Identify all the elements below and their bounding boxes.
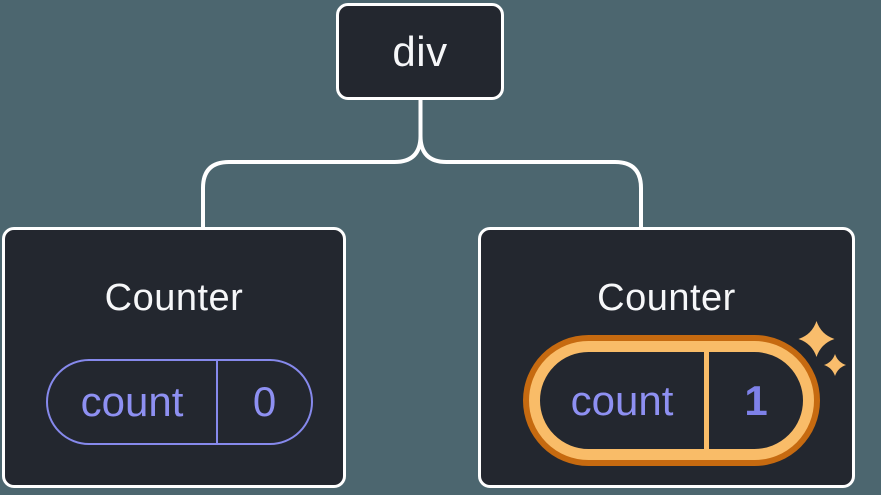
state-value-cell: 0 (218, 361, 311, 443)
tree-node-div: div (336, 3, 504, 100)
state-key-label: count (570, 376, 674, 424)
state-key-label: count (80, 378, 184, 425)
node-label: div (392, 27, 448, 75)
tree-node-counter-right: Counter count 1 (478, 227, 855, 488)
state-key-cell: count (540, 352, 709, 449)
tree-node-counter-left: Counter count 0 (2, 227, 346, 488)
state-pill: count 0 (46, 359, 313, 445)
state-value-cell: 1 (709, 352, 803, 449)
state-value-label: 0 (252, 378, 277, 425)
sparkle-icon (798, 321, 846, 376)
state-value-label: 1 (744, 376, 768, 424)
node-title: Counter (104, 277, 244, 319)
node-title: Counter (597, 277, 736, 319)
state-pill-highlighted: count 1 (529, 341, 814, 460)
state-key-cell: count (48, 361, 218, 443)
